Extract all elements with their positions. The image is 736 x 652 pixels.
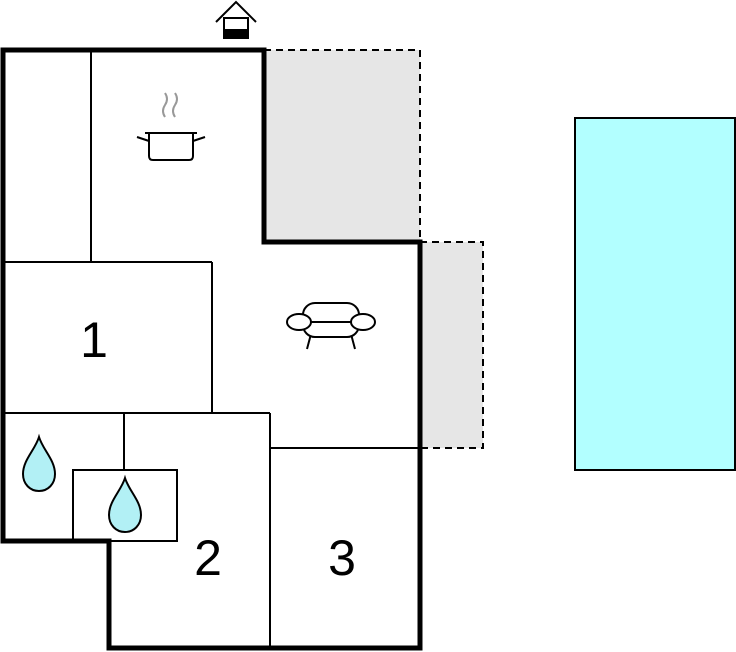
room-label-2: 2	[194, 530, 222, 586]
swimming-pool	[574, 117, 736, 471]
terrace-upper-dashed-border	[264, 49, 421, 242]
cooking-pot-icon	[136, 92, 206, 161]
terrace-lower-dashed-border	[420, 241, 484, 449]
terrace-areas	[264, 49, 484, 449]
water-drop-icon	[107, 474, 143, 534]
terrace-lower	[420, 242, 483, 448]
shower-cabin	[72, 469, 178, 542]
room-label-3: 3	[328, 530, 356, 586]
exterior-walls	[0, 47, 423, 651]
interior-walls	[3, 50, 420, 648]
terrace-upper	[264, 50, 420, 242]
water-drop-icon	[21, 433, 57, 493]
house-entrance-icon	[215, 0, 257, 39]
sofa-icon	[286, 302, 376, 350]
room-label-1: 1	[80, 312, 108, 368]
